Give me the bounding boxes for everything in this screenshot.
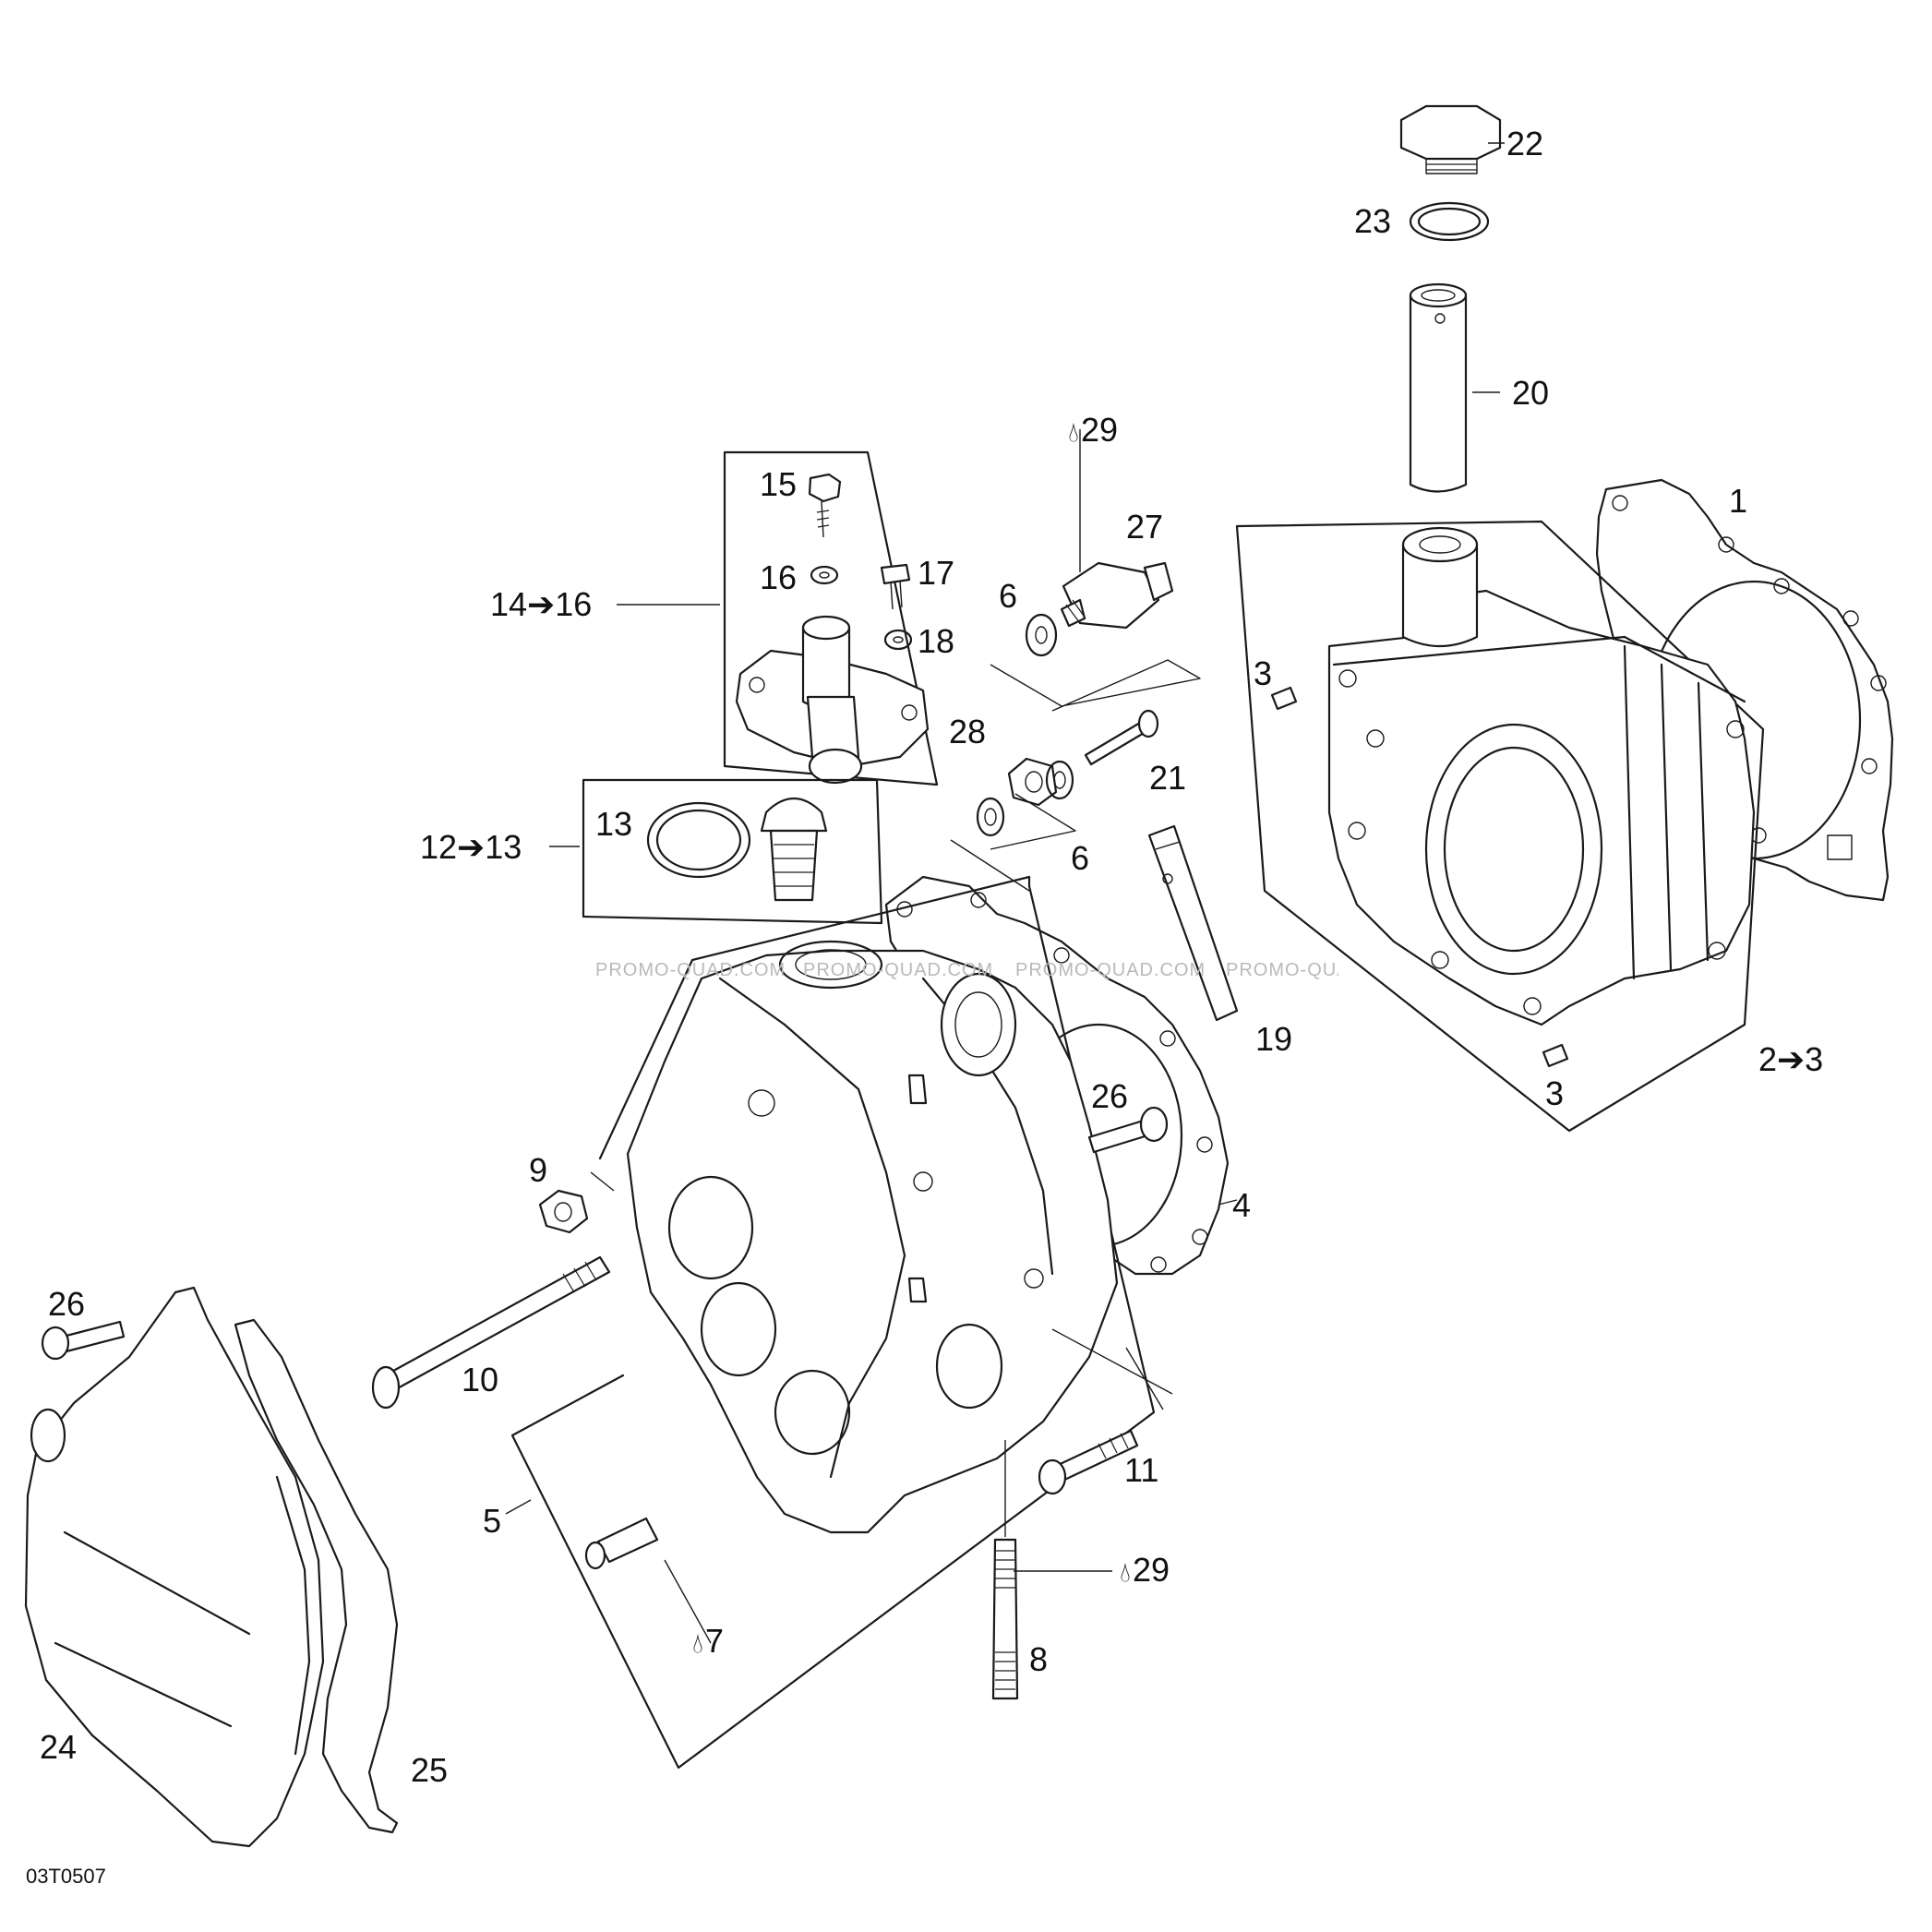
callout-20: 20 <box>1512 374 1550 412</box>
callout-23: 23 <box>1354 202 1392 240</box>
callout-6-upper: 6 <box>999 577 1018 615</box>
oil-drop-icon: 💧︎ <box>1068 417 1079 448</box>
bolt-10 <box>371 1255 611 1410</box>
callout-18: 18 <box>918 622 955 660</box>
callout-26-upper: 26 <box>1091 1077 1129 1115</box>
watermark-1: PROMO-QUAD.COM <box>595 960 786 980</box>
callout-5: 5 <box>483 1502 502 1540</box>
cylinder-head-group <box>510 875 1156 1770</box>
screw-26-upper <box>1087 1106 1169 1154</box>
callout-3-upper: 3 <box>1254 654 1273 692</box>
callout-11: 11 <box>1124 1451 1159 1489</box>
watermark-4: PROMO-QUAD.COM <box>1226 960 1338 980</box>
part-19 <box>1147 824 1239 1022</box>
group-14-16 <box>723 450 939 786</box>
callout-29-upper: 💧︎29 <box>1068 411 1119 449</box>
callout-8: 8 <box>1029 1640 1049 1678</box>
washer-6-upper <box>1025 613 1058 657</box>
callout-7: 💧︎7 <box>692 1622 725 1660</box>
callout-6-lower: 6 <box>1071 839 1090 877</box>
watermark-3: PROMO-QUAD.COM <box>1015 960 1206 980</box>
callout-16: 16 <box>760 558 798 596</box>
callout-1: 1 <box>1729 482 1748 520</box>
callout-21: 21 <box>1149 759 1187 797</box>
watermark-2: PROMO-QUAD.COM <box>803 960 994 980</box>
pin-21 <box>1084 709 1159 766</box>
valve-cover-24 <box>24 1286 325 1848</box>
oil-fill-tube <box>1409 282 1468 493</box>
plug-22 <box>1399 104 1502 174</box>
figure-id: 03T0507 <box>26 1865 106 1888</box>
callout-9: 9 <box>529 1151 548 1189</box>
callout-28: 28 <box>949 713 987 750</box>
callout-15: 15 <box>760 465 798 503</box>
oil-drop-icon: 💧︎ <box>1120 1557 1131 1588</box>
stud-8 <box>991 1440 1019 1700</box>
callout-13: 13 <box>595 805 633 843</box>
callout-26-left: 26 <box>48 1285 86 1323</box>
callout-24: 24 <box>40 1728 78 1766</box>
screw-11 <box>1038 1328 1173 1495</box>
callout-14-to-16: 14➔16 <box>490 585 593 623</box>
oil-drop-icon: 💧︎ <box>692 1628 703 1659</box>
callout-12-to-13: 12➔13 <box>420 828 522 866</box>
nut-28 <box>1007 757 1058 807</box>
callout-27: 27 <box>1126 508 1164 546</box>
washer-23 <box>1409 201 1490 242</box>
callout-2-to-3: 2➔3 <box>1758 1040 1824 1078</box>
washers-6-lower <box>976 760 1074 837</box>
fitting-27 <box>1060 561 1174 630</box>
callout-19: 19 <box>1255 1020 1293 1058</box>
leader-lines <box>505 142 1505 1572</box>
callout-10: 10 <box>462 1361 499 1398</box>
callout-29-lower: 💧︎29 <box>1120 1551 1170 1589</box>
group-12-13 <box>582 778 883 925</box>
callout-22: 22 <box>1506 125 1544 162</box>
callout-4: 4 <box>1232 1186 1252 1224</box>
nut-9 <box>538 1189 589 1234</box>
callout-3-lower: 3 <box>1545 1074 1565 1112</box>
screw-26-left <box>41 1320 126 1361</box>
cylinder-assembly <box>1235 520 1765 1133</box>
callout-25: 25 <box>411 1751 449 1789</box>
callout-17: 17 <box>918 554 955 592</box>
valve-cover-gasket-25 <box>234 1318 399 1834</box>
